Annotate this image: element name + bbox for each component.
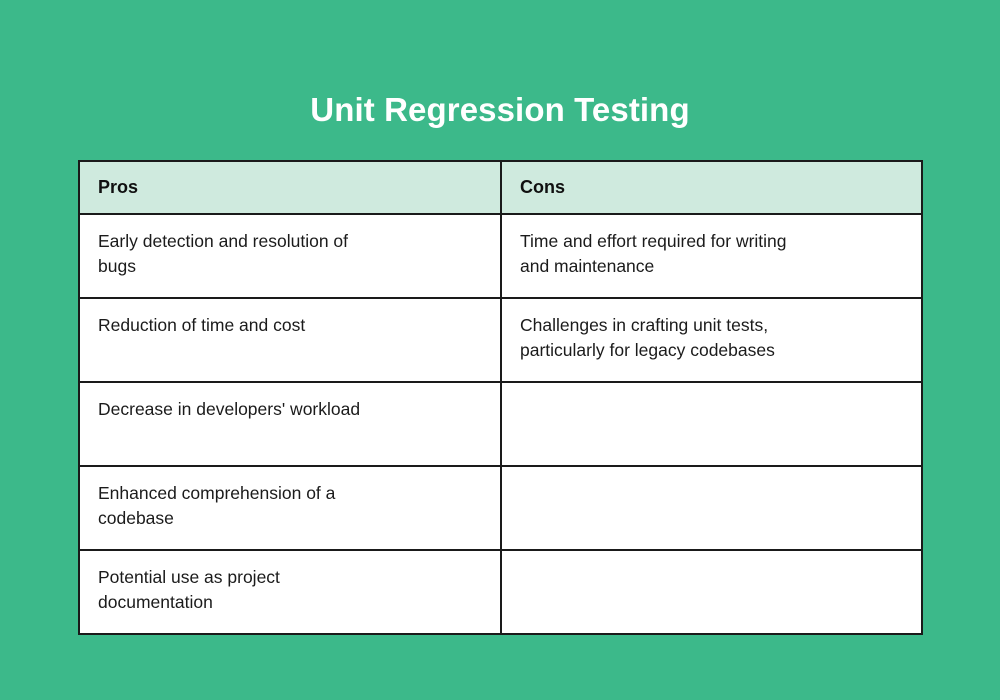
cell-text: Reduction of time and cost — [98, 314, 306, 335]
cell-text: Potential use as project documentation — [98, 566, 280, 612]
table-row: Potential use as project documentation — [78, 548, 923, 635]
cell-cons — [500, 548, 923, 635]
pros-cons-table: Pros Cons Early detection and resolution… — [78, 160, 923, 635]
table-header: Pros Cons — [78, 160, 923, 215]
table-row: Early detection and resolution of bugs T… — [78, 212, 923, 299]
table-row: Reduction of time and cost Challenges in… — [78, 296, 923, 383]
cell-text — [520, 481, 903, 482]
page-title: Unit Regression Testing — [310, 91, 690, 129]
table-row: Decrease in developers' workload — [78, 380, 923, 467]
cell-text: Decrease in developers' workload — [98, 398, 361, 419]
pros-cons-table-wrapper: Pros Cons Early detection and resolution… — [78, 160, 923, 635]
column-header-pros: Pros — [78, 160, 502, 215]
cell-text: Challenges in crafting unit tests, parti… — [520, 314, 775, 360]
cell-text: Enhanced comprehension of a codebase — [98, 482, 336, 528]
cell-text: Time and effort required for writing and… — [520, 230, 787, 276]
cell-cons — [500, 464, 923, 551]
cell-text: Early detection and resolution of bugs — [98, 230, 349, 276]
cell-cons: Challenges in crafting unit tests, parti… — [500, 296, 923, 383]
cell-pros: Potential use as project documentation — [78, 548, 502, 635]
cell-cons — [500, 380, 923, 467]
table-row: Enhanced comprehension of a codebase — [78, 464, 923, 551]
column-header-cons: Cons — [500, 160, 923, 215]
cell-cons: Time and effort required for writing and… — [500, 212, 923, 299]
table-header-row: Pros Cons — [78, 160, 923, 215]
cell-pros: Decrease in developers' workload — [78, 380, 502, 467]
cell-pros: Enhanced comprehension of a codebase — [78, 464, 502, 551]
table-body: Early detection and resolution of bugs T… — [78, 212, 923, 635]
cell-text — [520, 565, 903, 566]
cell-pros: Early detection and resolution of bugs — [78, 212, 502, 299]
cell-pros: Reduction of time and cost — [78, 296, 502, 383]
cell-text — [520, 397, 903, 398]
